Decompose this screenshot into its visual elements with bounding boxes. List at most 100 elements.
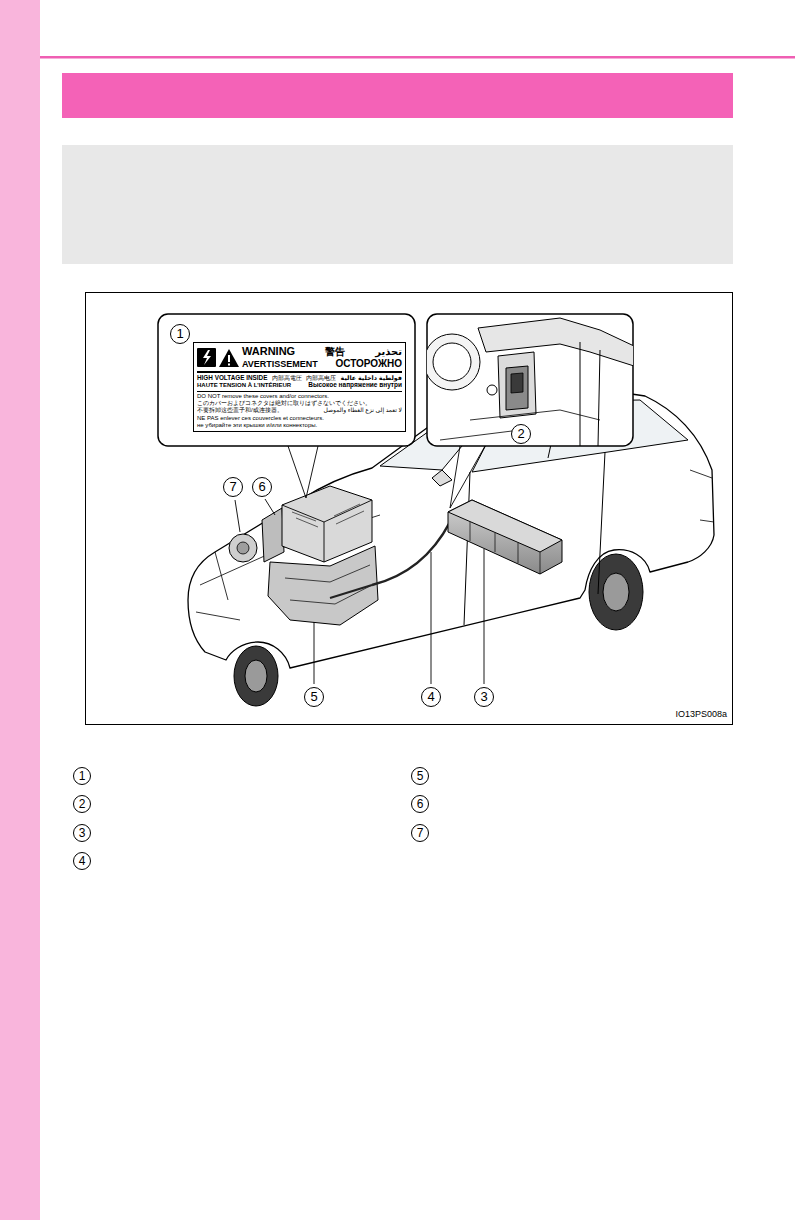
engine-block <box>262 508 284 562</box>
label-line: не убирайте эти крышки и/или коннекторы. <box>197 422 402 429</box>
battery-top <box>448 500 562 552</box>
connector-detail <box>427 318 633 446</box>
shock-icon <box>197 348 216 367</box>
caution-mark <box>228 355 230 362</box>
inset-pointer <box>450 446 485 508</box>
pcu-ribs <box>292 504 364 527</box>
label-text: не убирайте эти крышки и/или коннекторы. <box>197 422 317 429</box>
callout-number: 1 <box>170 324 190 344</box>
power-cable-front <box>330 585 372 598</box>
label-column: DO NOT remove these covers and/or connec… <box>197 393 402 429</box>
label-text: AVERTISSEMENT <box>242 359 318 370</box>
mirror <box>432 470 452 486</box>
callout-number: 2 <box>511 424 531 444</box>
transaxle-detail <box>285 565 372 604</box>
body-opening <box>427 334 480 390</box>
figure-code: IO13PS008a <box>675 709 727 720</box>
label-text: ОСТОРОЖНО <box>335 358 402 370</box>
bolt <box>487 385 497 395</box>
legend-number: 6 <box>411 795 429 813</box>
warning-icons <box>197 347 239 369</box>
legend-number: 2 <box>73 795 91 813</box>
callout-number: 6 <box>252 477 272 497</box>
caution-triangle <box>219 349 239 367</box>
label-text: 内部高电压 <box>306 374 336 382</box>
motor-hub <box>237 542 249 554</box>
shock-bolt <box>203 350 211 365</box>
label-text: 不要拆卸这些盖子和/或连接器。 <box>197 407 283 414</box>
label-line: HAUTE TENSION À L'INTÉRIEUR Высокое напря… <box>197 381 402 389</box>
label-text: 内部高電圧 <box>272 374 302 382</box>
body-opening-inner <box>433 343 471 381</box>
label-text: 警告 <box>325 346 345 358</box>
rear-wheel <box>589 554 643 630</box>
legend-number: 1 <box>73 767 91 785</box>
battery-ribs <box>470 522 540 574</box>
figure-frame <box>86 293 733 725</box>
top-rule <box>40 56 795 59</box>
front-wheel <box>234 646 278 706</box>
leader-line <box>314 622 315 684</box>
inset-pointer <box>288 446 318 498</box>
leader-line <box>235 500 240 532</box>
service-plug-grip <box>511 373 523 393</box>
side-strip <box>0 0 40 1220</box>
label-text: NE PAS enlever ces couvercles et connect… <box>197 415 324 422</box>
connector-housing <box>498 352 536 418</box>
pillar-lines <box>580 342 600 446</box>
legend-number: 4 <box>73 852 91 870</box>
callout-number: 7 <box>223 477 243 497</box>
label-text: فولطية داخلية عالية <box>341 374 402 382</box>
motor-unit <box>229 534 257 562</box>
rear-hub <box>603 573 629 611</box>
legend-number: 3 <box>73 824 91 842</box>
power-control-unit <box>282 486 372 562</box>
leader-lines <box>235 410 520 684</box>
label-text: لا تعمد إلى نزع الغطاء والموصل <box>323 407 402 414</box>
callout-number: 5 <box>304 687 324 707</box>
label-row: WARNING 警告 تحذير AVERTISSEMENT ОСТОРОЖНО <box>197 345 402 370</box>
label-text: このカバーおよびコネクタは絶対に取りはずさないでください。 <box>197 400 371 407</box>
legend-number: 5 <box>411 767 429 785</box>
label-text: WARNING <box>242 345 295 358</box>
callout-number: 4 <box>421 687 441 707</box>
rear-lines <box>690 470 714 522</box>
header-bar <box>62 73 733 118</box>
warning-label: WARNING 警告 تحذير AVERTISSEMENT ОСТОРОЖНО HIGH… <box>193 342 406 432</box>
pcu-edges <box>282 500 372 562</box>
label-text: تحذير <box>375 346 402 358</box>
label-line: HIGH VOLTAGE INSIDE 内部高電圧内部高电压 فولطية داخل… <box>197 374 402 382</box>
label-line: AVERTISSEMENT ОСТОРОЖНО <box>242 358 402 370</box>
leader-line <box>431 552 432 684</box>
label-divider <box>197 391 402 393</box>
label-line: DO NOT remove these covers and/or connec… <box>197 393 402 400</box>
detail-inset <box>427 314 633 446</box>
intro-panel <box>62 145 733 264</box>
label-column: WARNING 警告 تحذير AVERTISSEMENT ОСТОРОЖНО <box>242 345 402 370</box>
front-hub <box>245 660 267 692</box>
label-text: DO NOT remove these covers and/or connec… <box>197 393 329 400</box>
power-cable <box>372 522 450 585</box>
label-text: HIGH VOLTAGE INSIDE <box>197 374 267 382</box>
detail-inset <box>158 314 415 446</box>
label-text: Высокое напряжение внутри <box>308 381 402 389</box>
hybrid-battery <box>448 500 562 574</box>
leader-line <box>265 499 275 515</box>
label-line: 不要拆卸这些盖子和/或连接器。 لا تعمد إلى نزع الغطاء وا… <box>197 407 402 414</box>
callout-number: 3 <box>474 687 494 707</box>
caution-dot <box>228 363 230 365</box>
label-text: HAUTE TENSION À L'INTÉRIEUR <box>197 382 291 389</box>
label-row: HIGH VOLTAGE INSIDE 内部高電圧内部高电压 فولطية داخل… <box>197 374 402 390</box>
leader-line <box>484 549 485 684</box>
label-line: このカバーおよびコネクタは絶対に取りはずさないでください。 <box>197 400 402 407</box>
service-plug <box>506 366 528 410</box>
label-divider <box>197 371 402 373</box>
label-column: HIGH VOLTAGE INSIDE 内部高電圧内部高电压 فولطية داخل… <box>197 374 402 390</box>
label-line: WARNING 警告 تحذير <box>242 345 402 358</box>
label-line: NE PAS enlever ces couvercles et connect… <box>197 415 402 422</box>
label-row: DO NOT remove these covers and/or connec… <box>197 393 402 429</box>
legend-number: 7 <box>411 824 429 842</box>
